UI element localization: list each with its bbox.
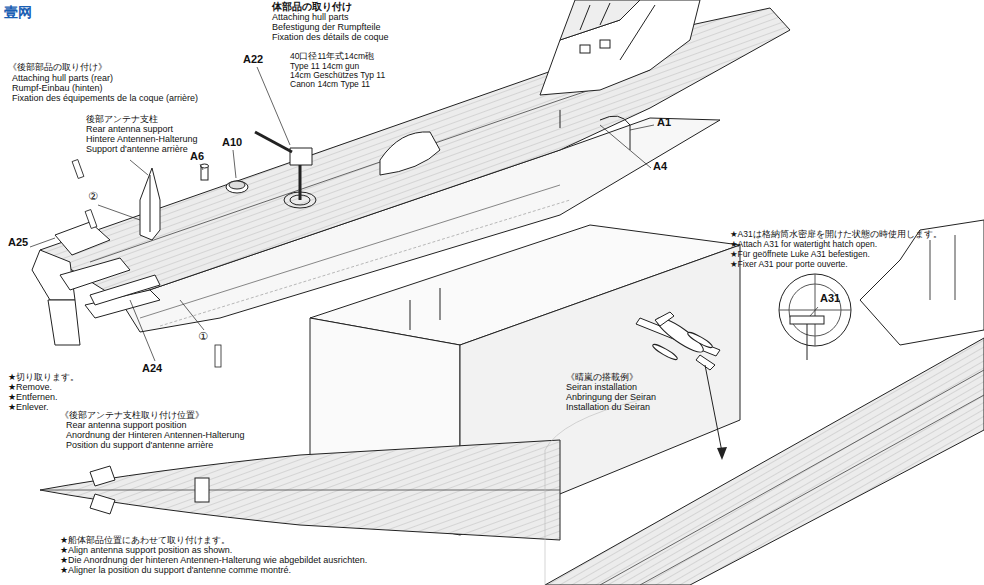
heading-translation: Fixation des détails de coque [272,32,389,42]
watermark: 壹网 [4,4,32,20]
note-text: ★船体部品位置にあわせて取り付けます。 [60,535,230,545]
part-description: 40口径11年式14cm砲 [290,52,374,62]
note-text: ★Für geöffnete Luke A31 befestigen. [730,250,870,260]
part-number: A25 [8,236,28,249]
part-number: A10 [222,136,242,149]
note-text: ★Align antenna support position as shown… [60,545,232,555]
section-heading: Position du support d'antenne arrière [66,440,213,450]
section-heading: Rumpf-Einbau (hinten) [12,83,103,93]
section-heading: Rear antenna support position [66,420,187,430]
part-number: A4 [653,160,667,173]
note-text: ★Fixer A31 pour porte ouverte. [730,260,848,270]
section-heading: 《後部アンテナ支柱取り付け位置》 [60,410,204,420]
part-description: Support d'antenne arrière [86,144,188,154]
callout-number: ① [198,330,208,343]
section-heading: Fixation des équipements de la coque (ar… [12,93,198,103]
section-heading: 《後部部品の取り付け》 [8,62,107,72]
heading-translation: Attaching hull parts [272,12,349,22]
callout-number: ② [88,190,98,203]
heading-translation: Befestigung der Rumpfteile [272,22,381,32]
note-text: ★Aligner la position du support d'antenn… [60,565,291,575]
part-number: A22 [243,53,263,66]
section-heading: Seiran installation [566,382,637,392]
part-number: A6 [190,150,204,163]
part-number: A31 [820,292,840,305]
part-description: Canon 14cm Type 11 [290,80,370,90]
note-text: ★Die Anordnung der hinteren Antennen-Hal… [60,555,367,565]
part-description: Rear antenna support [86,124,173,134]
part-number: A24 [142,362,162,375]
part-description: Hintere Antennen-Halterung [86,134,198,144]
note-text: ★Enlever. [8,402,49,412]
section-heading: Anordnung der Hinteren Antennen-Halterun… [66,430,245,440]
note-text: ★Entfernen. [8,392,58,402]
section-heading: 《晴嵐の搭載例》 [566,372,638,382]
part-number: A1 [657,116,671,129]
part-description: 後部アンテナ支柱 [86,114,158,124]
section-heading: Anbringung der Seiran [566,392,656,402]
note-text: ★Attach A31 for watertight hatch open. [730,240,877,250]
note-text: ★切り取ります。 [8,372,79,382]
note-text: ★A31は格納筒水密扉を開けた状態の時使用します。 [730,230,942,240]
section-heading: Installation du Seiran [566,402,650,412]
note-text: ★Remove. [8,382,52,392]
step-heading: 体部品の取り付け [272,1,352,13]
section-heading: Attaching hull parts (rear) [12,73,113,83]
